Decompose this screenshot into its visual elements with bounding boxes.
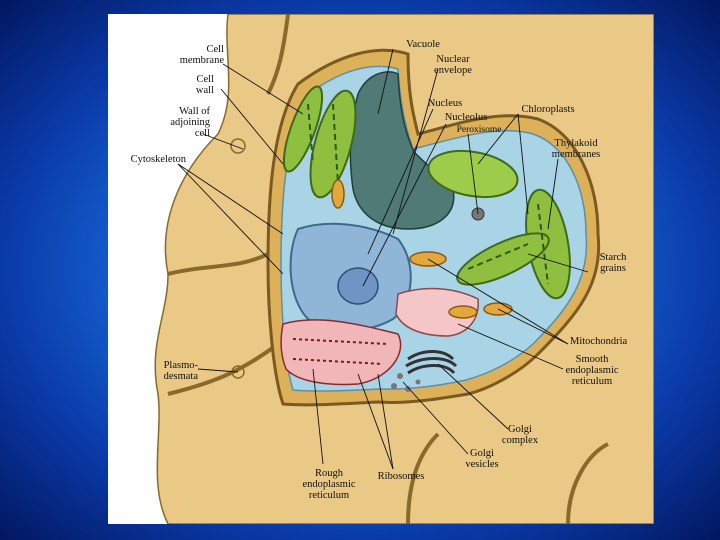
golgi-vesicles [391, 373, 421, 392]
label-golgi-complex: Golgi complex [501, 424, 539, 446]
label-nucleus: Nucleus [427, 98, 463, 109]
label-vacuole: Vacuole [406, 39, 440, 50]
label-cell-membrane: Cell membrane [179, 44, 224, 66]
label-nuclear-envelope: Nuclear envelope [434, 54, 472, 76]
label-peroxisome: Peroxisome [456, 125, 502, 135]
diagram-panel: Cell membrane Cell wall Wall of adjoinin… [108, 14, 654, 524]
label-mitochondria: Mitochondria [570, 336, 628, 347]
label-cytoskeleton: Cytoskeleton [130, 154, 186, 165]
nucleolus [337, 267, 379, 305]
label-smooth-er: Smooth endoplasmic reticulum [565, 354, 619, 387]
label-starch-grains: Starch grains [599, 252, 627, 274]
label-chloroplasts: Chloroplasts [521, 104, 575, 115]
label-rough-er: Rough endoplasmic reticulum [302, 468, 356, 501]
vacuole [349, 71, 455, 230]
label-golgi-vesicles: Golgi vesicles [465, 448, 499, 470]
label-wall-of-adjoining-cell: Wall of adjoining cell [170, 106, 210, 139]
plant-cell-illustration [154, 14, 654, 524]
leader-lines [177, 48, 589, 470]
rough-er [280, 319, 402, 386]
golgi-complex [405, 350, 458, 375]
smooth-er [395, 287, 479, 337]
label-plasmodesmata: Plasmo- desmata [163, 360, 198, 382]
label-nucleolus: Nucleolus [444, 112, 488, 123]
label-thylakoid-membranes: Thylakoid membranes [551, 138, 601, 160]
label-cell-wall: Cell wall [195, 74, 214, 96]
label-ribosomes: Ribosomes [377, 471, 425, 482]
